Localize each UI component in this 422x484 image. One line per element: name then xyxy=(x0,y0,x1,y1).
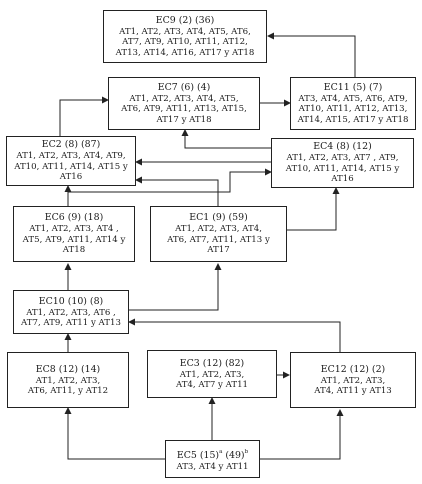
node-ec2: EC2 (8) (87) AT1, AT2, AT3, AT4, AT9, AT… xyxy=(6,136,136,186)
node-ec3-line: AT4, AT7 y AT11 xyxy=(175,380,249,390)
node-ec3: EC3 (12) (82) AT1, AT2, AT3, AT4, AT7 y … xyxy=(147,350,277,398)
node-ec8-title: EC8 (12) (14) xyxy=(35,363,101,375)
node-ec4-line: AT16 xyxy=(331,174,354,185)
node-ec11: EC11 (5) (7) AT3, AT4, AT5, AT6, AT9, AT… xyxy=(290,77,416,130)
node-ec6-line: AT5, AT9, AT11, AT14 y xyxy=(22,234,126,245)
node-ec2-line: AT16 xyxy=(59,172,83,183)
edge-ec10-ec1 xyxy=(129,263,222,311)
node-ec9-line: AT13, AT14, AT16, AT17 y AT18 xyxy=(115,47,255,58)
node-ec9-line: AT1, AT2, AT3, AT4, AT5, AT6, xyxy=(119,26,251,37)
node-ec9: EC9 (2) (36) AT1, AT2, AT3, AT4, AT5, AT… xyxy=(103,10,267,63)
node-ec6-line: AT18 xyxy=(62,245,86,256)
node-ec10-line: AT1, AT2, AT3, AT6 , xyxy=(26,307,116,318)
node-ec3-title: EC3 (12) (82) xyxy=(179,357,245,369)
node-ec5-line: AT3, AT4 y AT11 xyxy=(176,461,249,472)
node-ec5: EC5 (15)a (49)b AT3, AT4 y AT11 xyxy=(165,440,260,478)
node-ec2-line: AT1, AT2, AT3, AT4, AT9, xyxy=(16,151,126,162)
edge-ec6-ec4 xyxy=(67,168,272,196)
node-ec5-title-b: (49) xyxy=(222,449,245,461)
node-ec3-line: AT1, AT2, AT3, xyxy=(179,369,245,380)
edge-ec1-ec4 xyxy=(287,187,340,231)
edge-ec2-ec7 xyxy=(59,96,109,136)
node-ec11-line: AT10, AT11, AT12, AT13, xyxy=(298,104,408,115)
node-ec4-line: AT10, AT11, AT14, AT15 y xyxy=(285,163,400,174)
edge-ec4-ec7 xyxy=(181,129,271,149)
node-ec1-line: AT17 xyxy=(207,245,230,256)
node-ec1-line: AT6, AT7, AT11, AT13 y xyxy=(167,234,270,245)
node-ec8: EC8 (12) (14) AT1, AT2, AT3, AT6, AT11, … xyxy=(7,352,129,408)
node-ec7-line: AT1, AT2, AT3, AT4, AT5, xyxy=(129,93,239,104)
node-ec10: EC10 (10) (8) AT1, AT2, AT3, AT6 , AT7, … xyxy=(13,290,129,334)
node-ec1-title: EC1 (9) (59) xyxy=(189,212,248,224)
node-ec10-title: EC10 (10) (8) xyxy=(38,295,104,307)
footnote-b: b xyxy=(244,448,249,455)
node-ec7-line: AT17 y AT18 xyxy=(156,114,212,125)
node-ec8-line: AT1, AT2, AT3, xyxy=(35,375,101,386)
node-ec7-title: EC7 (6) (4) xyxy=(157,81,211,93)
node-ec4-line: AT1, AT2, AT3, AT7 , AT9, xyxy=(286,153,399,164)
node-ec11-line: AT14, AT15, AT17 y AT18 xyxy=(297,114,409,125)
node-ec6: EC6 (9) (18) AT1, AT2, AT3, AT4 , AT5, A… xyxy=(13,206,135,262)
node-ec12-line: AT4, AT11 y AT13 xyxy=(314,386,392,396)
node-ec6-line: AT1, AT2, AT3, AT4 , xyxy=(29,224,119,235)
node-ec12: EC12 (12) (2) AT1, AT2, AT3, AT4, AT11 y… xyxy=(290,352,416,408)
node-ec9-line: AT7, AT9, AT10, AT11, AT12, xyxy=(122,37,248,48)
node-ec10-line: AT7, AT9, AT11 y AT13 xyxy=(21,318,121,328)
edge-ec11-ec9 xyxy=(267,32,356,77)
node-ec7-line: AT6, AT9, AT11, AT13, AT15, xyxy=(121,104,247,115)
node-ec6-title: EC6 (9) (18) xyxy=(44,212,104,224)
edge-ec1-ec2 xyxy=(135,176,219,206)
node-ec2-title: EC2 (8) (87) xyxy=(41,139,101,151)
node-ec7: EC7 (6) (4) AT1, AT2, AT3, AT4, AT5, AT6… xyxy=(108,77,260,130)
node-ec12-line: AT1, AT2, AT3, xyxy=(320,375,386,386)
node-ec11-line: AT3, AT4, AT5, AT6, AT9, xyxy=(298,93,408,104)
node-ec4-title: EC4 (8) (12) xyxy=(313,141,372,153)
edge-ec5-ec8 xyxy=(64,407,165,460)
node-ec5-title: EC5 (15)a (49)b xyxy=(169,446,256,462)
edge-ec12-ec10 xyxy=(128,318,341,352)
node-ec9-title: EC9 (2) (36) xyxy=(155,14,215,26)
node-ec1: EC1 (9) (59) AT1, AT2, AT3, AT4, AT6, AT… xyxy=(150,206,287,262)
node-ec11-title: EC11 (5) (7) xyxy=(323,81,383,93)
footnote-a: a xyxy=(219,448,223,455)
node-ec8-line: AT6, AT11, y AT12 xyxy=(27,386,109,396)
edge-ec5-ec12 xyxy=(260,409,344,460)
node-ec4: EC4 (8) (12) AT1, AT2, AT3, AT7 , AT9, A… xyxy=(271,138,414,188)
node-ec2-line: AT10, AT11, AT14, AT15 y xyxy=(14,161,128,172)
node-ec12-title: EC12 (12) (2) xyxy=(320,363,386,375)
node-ec5-title-a: EC5 (15) xyxy=(176,449,220,461)
node-ec1-line: AT1, AT2, AT3, AT4, xyxy=(175,224,262,235)
